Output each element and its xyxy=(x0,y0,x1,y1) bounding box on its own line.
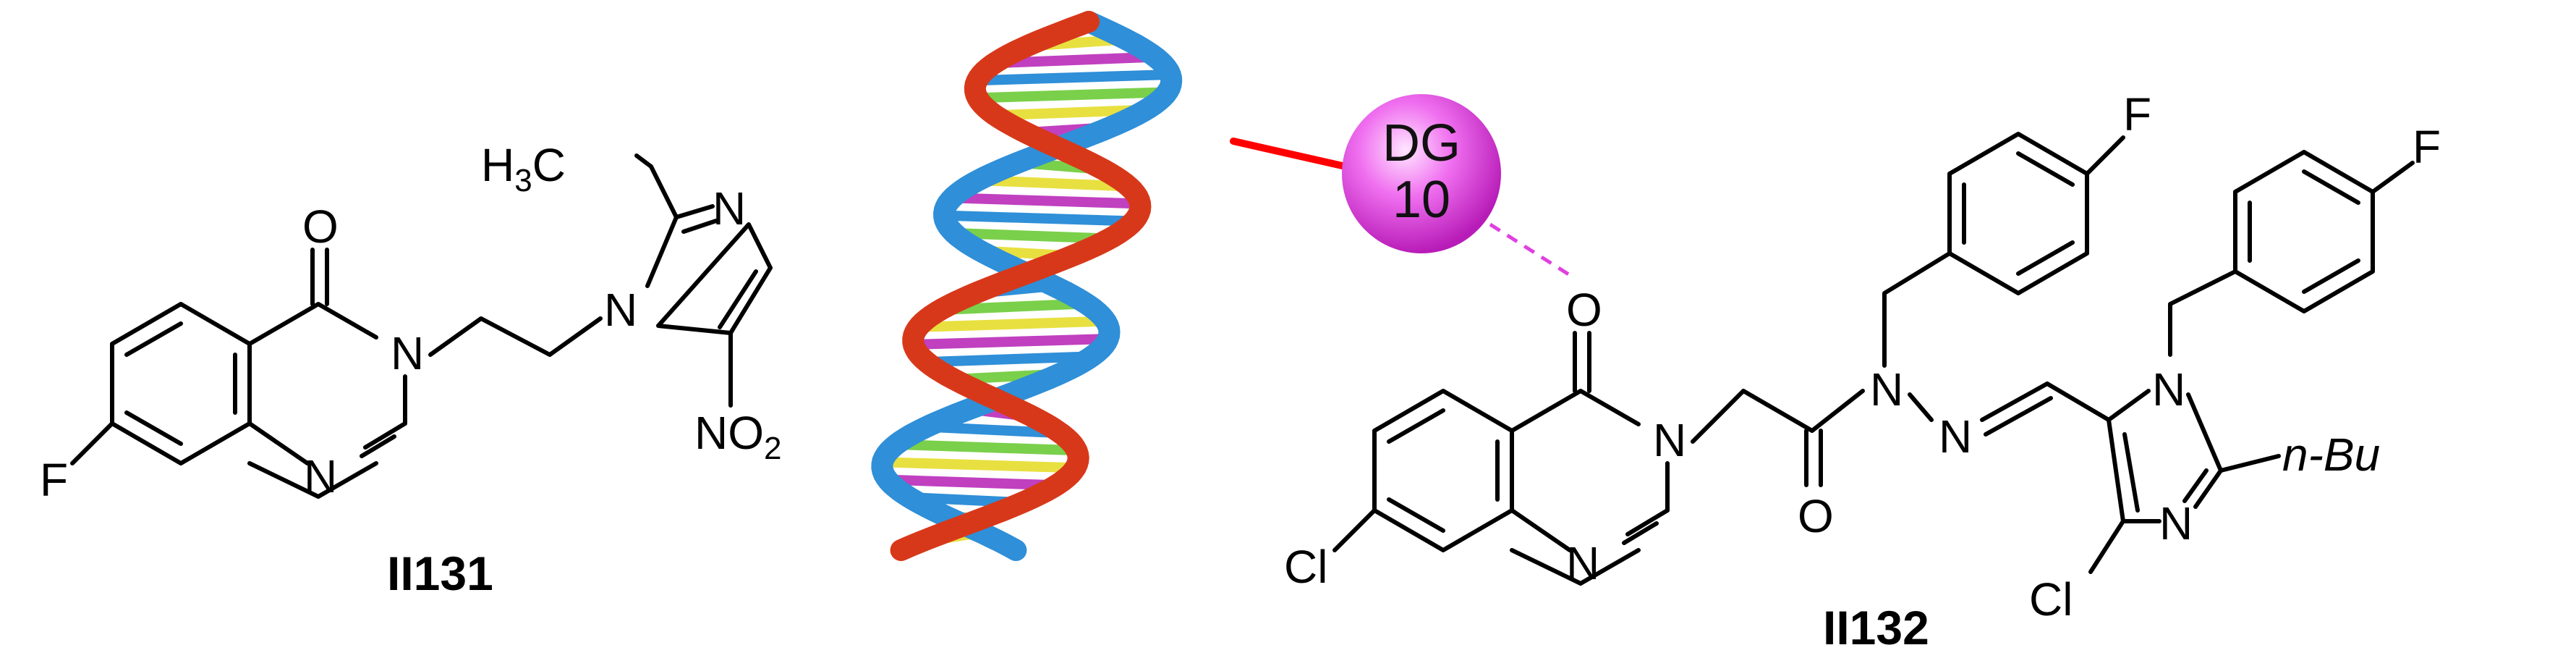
dg10-label-line1: DG xyxy=(1382,114,1461,172)
ii131-ethyl-linker xyxy=(428,316,603,357)
ii132-amide-carbonyl xyxy=(1804,429,1823,487)
ii131-atom-n1: N xyxy=(304,450,337,502)
ii131-pyrimidine-ring xyxy=(247,302,407,499)
ii132-benzene-ring xyxy=(1372,389,1514,552)
ii132-atom-n-imine: N xyxy=(1939,410,1972,463)
dna-base-pair xyxy=(952,193,1139,209)
ii132-nbu-bond xyxy=(2219,454,2281,473)
dg10-sphere xyxy=(1342,94,1501,253)
dna-base-pair xyxy=(887,474,1065,491)
ii132-atom-f-right: F xyxy=(2413,121,2441,173)
ii132-atom-f-top: F xyxy=(2123,88,2151,140)
dg10-label-line2: 10 xyxy=(1393,171,1450,229)
ii132-atom-n3: N xyxy=(1653,414,1686,466)
dna-base-pair xyxy=(882,457,1079,473)
dna-base-pair xyxy=(975,87,1168,104)
ii132-acetohydrazide-chain xyxy=(1691,389,1865,444)
ii132-benzyl1-ch2 xyxy=(1882,251,1952,368)
ii132-imine-bond xyxy=(1980,382,2053,437)
ii132-benzyl2-ch2 xyxy=(2168,269,2237,357)
ii132-benzyl1-ring xyxy=(1947,132,2089,295)
ii131-carbonyl xyxy=(310,248,329,306)
ii131-f-bond xyxy=(70,421,114,465)
ii131-atom-n-imidazole-1: N xyxy=(604,284,637,336)
dna-base-pair xyxy=(913,334,1108,350)
ii132-atom-o-amide: O xyxy=(1798,490,1834,542)
ii132-ch-to-imidazole xyxy=(2045,382,2111,422)
ii131-methyl-label: H3C xyxy=(481,139,566,198)
dna-strand-red xyxy=(890,11,1152,561)
ii132-n-n-bond xyxy=(1908,392,1934,422)
ii131-atom-n3: N xyxy=(391,327,424,379)
ii131-imidazole-double xyxy=(681,219,758,329)
ii132-benzene-double-bonds xyxy=(1387,408,1500,533)
ii132-atom-o: O xyxy=(1566,284,1602,336)
ii132-f-right-bond xyxy=(2371,161,2415,194)
ii132-atom-cl-imid: Cl xyxy=(2029,573,2073,625)
ii132-pyrimidine-double xyxy=(1622,521,1659,545)
ii132-benzyl1-double xyxy=(1962,151,2075,276)
ii131-n1-ring xyxy=(247,421,310,465)
dna-base-pair xyxy=(981,69,1170,85)
ii132-cl-bond xyxy=(1332,508,1377,552)
dna-base-pair xyxy=(978,175,1121,191)
ii131-pyrimidine-double xyxy=(360,434,396,458)
ii132-imidazole-double xyxy=(2122,432,2209,513)
ii131-methyl-bond xyxy=(634,153,679,219)
ii131-benzene-double-bonds xyxy=(124,321,237,446)
ii132-atom-n-hydrazide: N xyxy=(1870,363,1903,416)
ii131-atom-o: O xyxy=(302,201,339,253)
dna-base-pair xyxy=(952,298,1087,315)
compound-ii131: O N N F N N H3C NO2 II131 xyxy=(40,139,781,600)
ii131-pyrimidine-c2 xyxy=(363,421,407,450)
compound-id-ii132: II132 xyxy=(1823,601,1929,654)
dg10-hydrogen-bond xyxy=(1489,222,1571,277)
dna-base-pair xyxy=(896,439,1074,455)
ii132-butyl-label: n-Bu xyxy=(2282,429,2380,481)
ii132-pyrimidine-c2 xyxy=(1625,508,1670,536)
ii132-carbonyl xyxy=(1573,331,1591,393)
compound-ii132: O N N Cl O N N F F N N Cl n-Bu II132 xyxy=(1284,88,2441,654)
ii132-cl-imid-bond xyxy=(2088,519,2125,574)
ii131-nitro-label: NO2 xyxy=(694,407,781,466)
dna-strand-blue xyxy=(871,11,1183,561)
ii132-atom-n-imid-1: N xyxy=(2152,363,2185,416)
ii132-pyrimidine-ring xyxy=(1510,389,1670,586)
ii132-atom-n1: N xyxy=(1566,537,1599,589)
ii131-benzene-ring xyxy=(110,302,252,465)
dna-base-pair xyxy=(1004,51,1156,68)
dg10-covalent-link xyxy=(1230,138,1349,170)
ii132-atom-n-imid-3: N xyxy=(2159,497,2193,549)
ii132-atom-cl-quin: Cl xyxy=(1284,541,1327,593)
dna-base-pair xyxy=(920,351,1092,368)
compound-id-ii131: II131 xyxy=(387,547,493,600)
ii132-n1-ring xyxy=(1510,508,1572,552)
ii132-f-top-bond xyxy=(2085,135,2125,176)
ii131-atom-n-imidazole-3: N xyxy=(713,182,746,235)
dna-base-pair xyxy=(924,316,1106,332)
ii132-benzyl2-double xyxy=(2248,169,2360,294)
ii132-benzyl2-ring xyxy=(2233,150,2375,313)
dna-helix xyxy=(871,11,1183,561)
dna-base-pair xyxy=(943,210,1139,227)
ii131-atom-f: F xyxy=(40,454,68,506)
